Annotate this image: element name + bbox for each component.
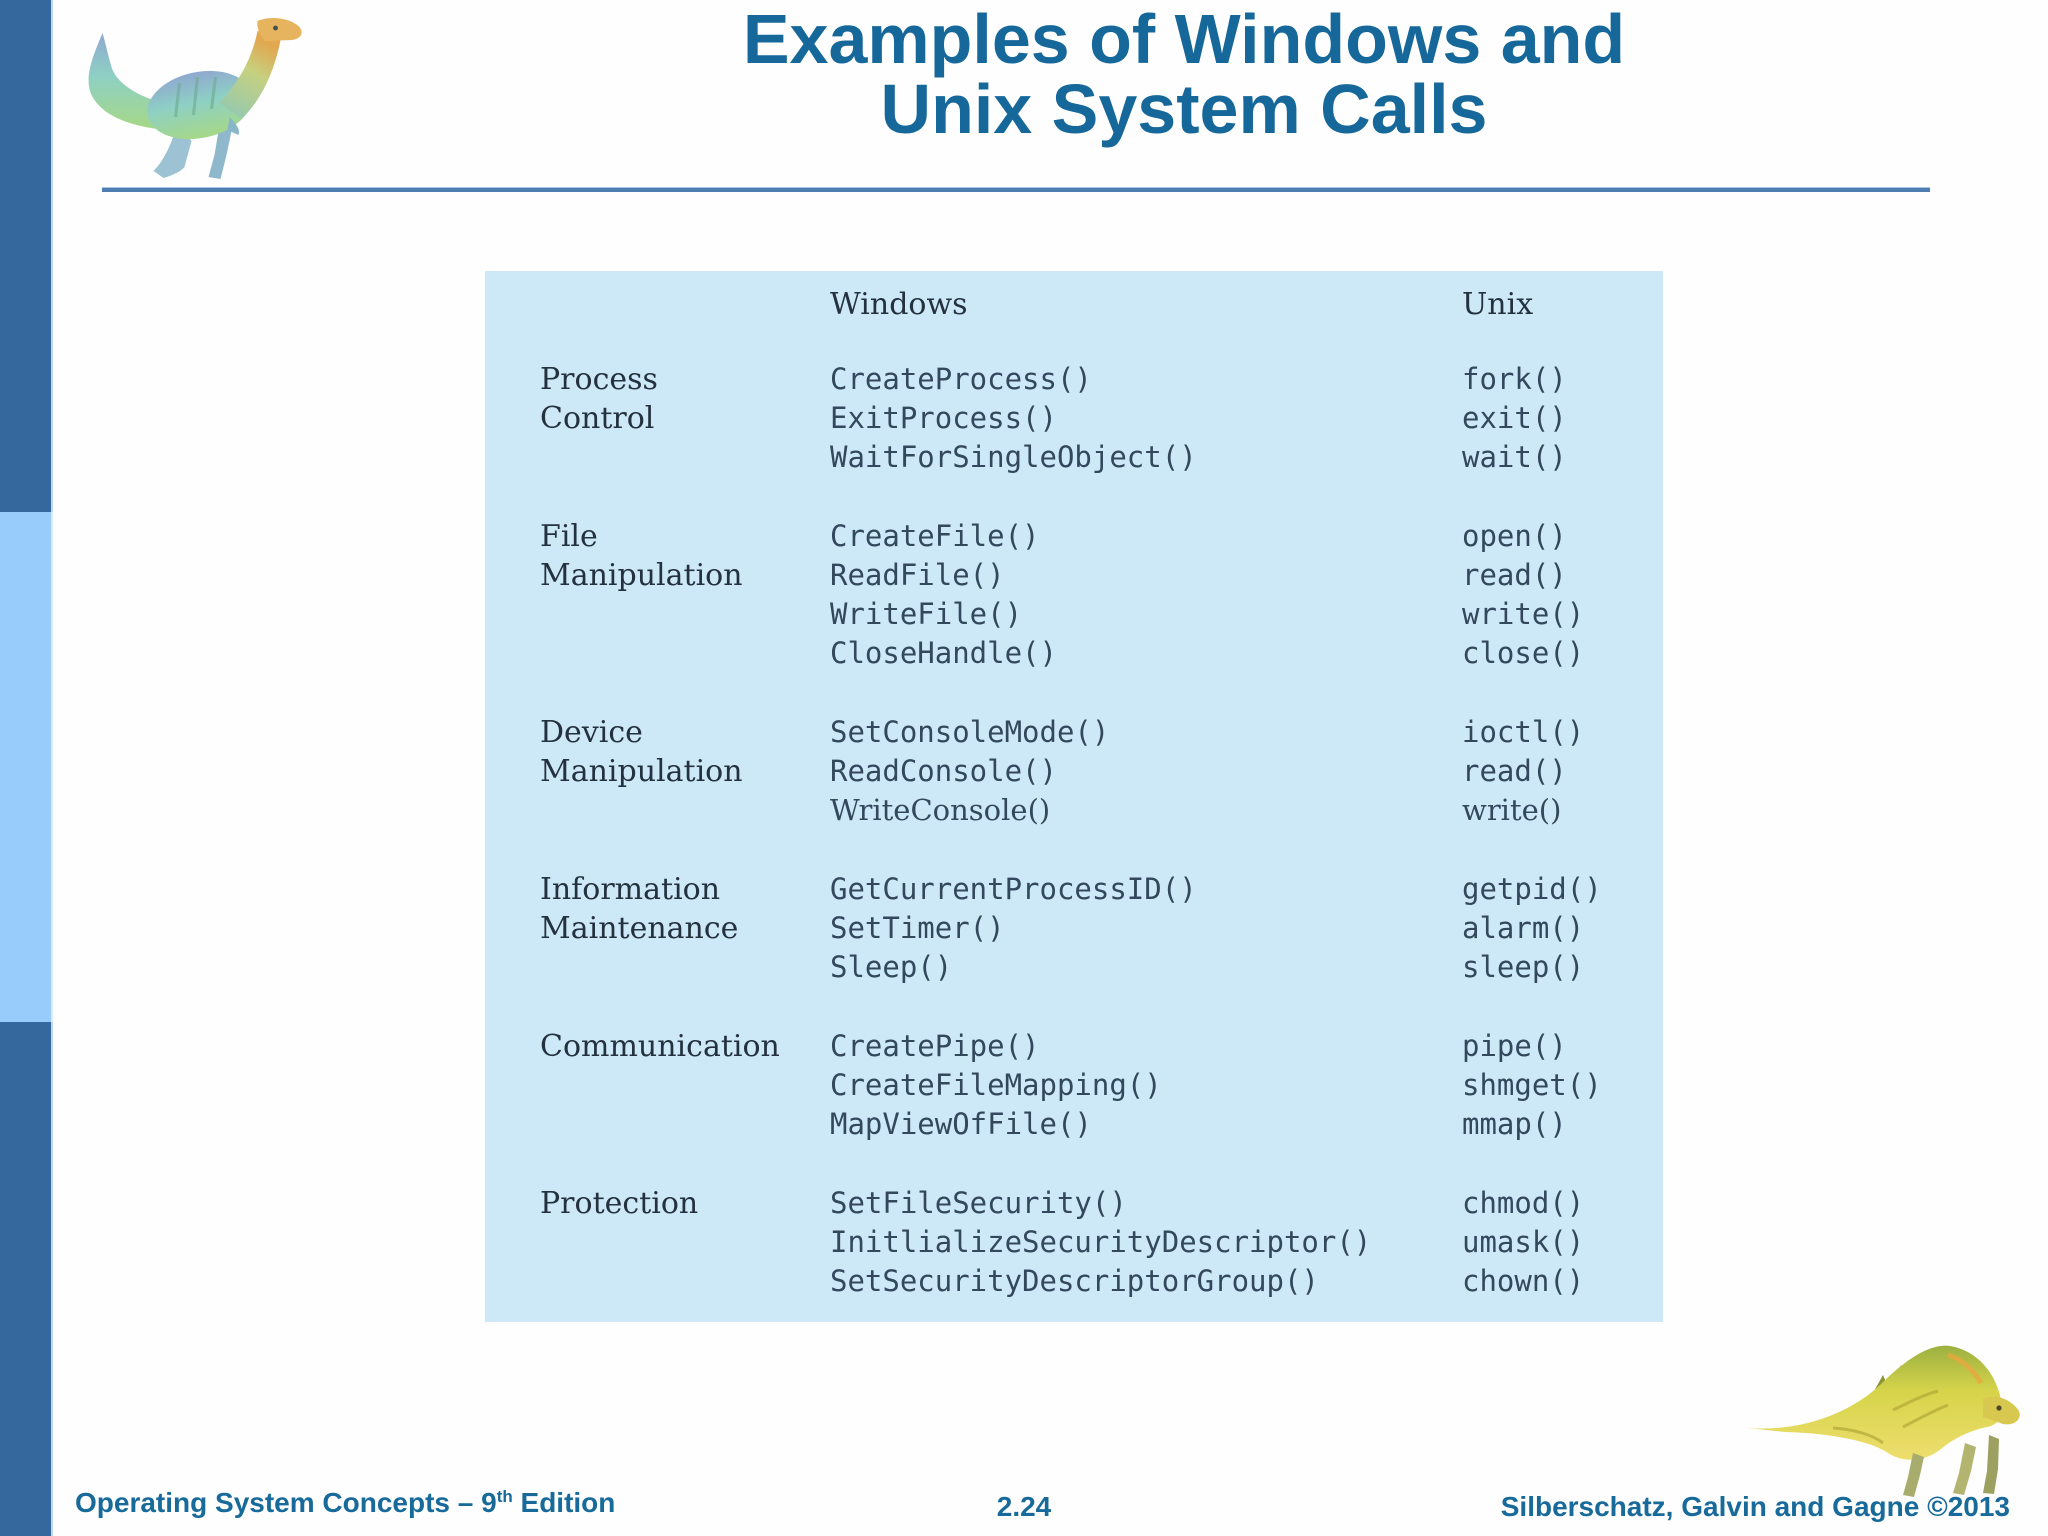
windows-call: WaitForSingleObject() [830,440,1197,474]
sidebar-segment-top [0,0,53,512]
windows-calls-cell: CreateFile() ReadFile() WriteFile() CloseHa… [830,517,1462,673]
unix-call: chmod() [1462,1186,1585,1220]
unix-calls-cell: open() read() write() close() [1462,517,1663,673]
unix-call: write() [1462,793,1562,827]
windows-call: ReadConsole() [830,754,1057,788]
windows-calls-cell: SetConsoleMode() ReadConsole() WriteConsol… [830,713,1462,830]
unix-calls-cell: pipe() shmget() mmap() [1462,1027,1663,1144]
category-cell: Communication [540,1027,830,1144]
footer-edition-text: Edition [512,1487,616,1518]
unix-call: shmget() [1462,1068,1602,1102]
windows-call: CreatePipe() [830,1029,1040,1063]
unix-call: read() [1462,558,1567,592]
category-line: Maintenance [540,911,739,946]
windows-call: SetSecurityDescriptorGroup() [830,1264,1319,1298]
unix-calls-cell: getpid() alarm() sleep() [1462,870,1663,987]
windows-call: CloseHandle() [830,636,1057,670]
slide-title: Examples of Windows and Unix System Call… [330,4,2038,144]
windows-calls-cell: CreateProcess() ExitProcess() WaitForSingl… [830,360,1462,477]
category-cell: Protection [540,1184,830,1301]
windows-call: SetFileSecurity() [830,1186,1127,1220]
windows-call: InitlializeSecurityDescriptor() [830,1225,1372,1259]
unix-call: fork() [1462,362,1567,396]
footer-book-title-text: Operating System Concepts – 9 [75,1487,497,1518]
unix-call: close() [1462,636,1585,670]
windows-calls-cell: CreatePipe() CreateFileMapping() MapViewOf… [830,1027,1462,1144]
table-group-protection: Protection SetFileSecurity() InitlializeS… [540,1184,1663,1301]
sidebar-accent-bar [0,0,53,1536]
category-line: File [540,519,598,554]
windows-calls-cell: SetFileSecurity() InitlializeSecurityDesc… [830,1184,1462,1301]
footer-authors: Silberschatz, Galvin and Gagne ©2013 [1500,1491,2010,1522]
unix-calls-cell: chmod() umask() chown() [1462,1184,1663,1301]
footer-edition-superscript: th [496,1487,513,1506]
windows-call: ExitProcess() [830,401,1057,435]
unix-call: exit() [1462,401,1567,435]
windows-call: ReadFile() [830,558,1005,592]
unix-call: wait() [1462,440,1567,474]
unix-call: open() [1462,519,1567,553]
unix-call: umask() [1462,1225,1585,1259]
category-line: Information [540,872,721,907]
category-line: Communication [540,1029,780,1064]
slide-title-line1: Examples of Windows and [742,0,1626,78]
category-line: Process [540,362,658,397]
sidebar-segment-middle [0,512,53,1022]
unix-call: pipe() [1462,1029,1567,1063]
unix-calls-cell: ioctl() read() write() [1462,713,1663,830]
title-underline [102,187,1930,192]
unix-call: read() [1462,754,1567,788]
windows-call: WriteFile() [830,597,1023,631]
windows-call: CreateProcess() [830,362,1092,396]
dinosaur-icon [88,18,302,179]
unix-call: getpid() [1462,872,1602,906]
unix-column-header: Unix [1462,287,1534,322]
slide-title-line2: Unix System Calls [880,70,1488,148]
windows-call: Sleep() [830,950,953,984]
unix-calls-cell: fork() exit() wait() [1462,360,1663,477]
unix-call: sleep() [1462,950,1585,984]
dinosaur-icon [1739,1345,2020,1497]
windows-call: CreateFileMapping() [830,1068,1162,1102]
unix-call: ioctl() [1462,715,1585,749]
table-header-row: Windows Unix [540,285,1663,324]
windows-column-header: Windows [830,287,968,322]
unix-call: mmap() [1462,1107,1567,1141]
table-group-communication: Communication CreatePipe() CreateFileMapp… [540,1027,1663,1144]
sidebar-segment-bottom [0,1022,53,1536]
unix-call: alarm() [1462,911,1585,945]
category-header-spacer [540,285,830,324]
windows-calls-cell: GetCurrentProcessID() SetTimer() Sleep() [830,870,1462,987]
category-line: Device [540,715,643,750]
windows-call: SetConsoleMode() [830,715,1110,749]
windows-call: MapViewOfFile() [830,1107,1092,1141]
footer-book-title: Operating System Concepts – 9th Edition [75,1486,615,1524]
category-line: Manipulation [540,558,743,593]
category-line: Manipulation [540,754,743,789]
unix-call: write() [1462,597,1585,631]
unix-call: chown() [1462,1264,1585,1298]
windows-call: GetCurrentProcessID() [830,872,1197,906]
category-line: Control [540,401,655,436]
slide-page-number: 2.24 [996,1491,1052,1522]
windows-call: SetTimer() [830,911,1005,945]
windows-call: CreateFile() [830,519,1040,553]
category-line: Protection [540,1186,699,1221]
windows-call: WriteConsole() [830,793,1051,827]
